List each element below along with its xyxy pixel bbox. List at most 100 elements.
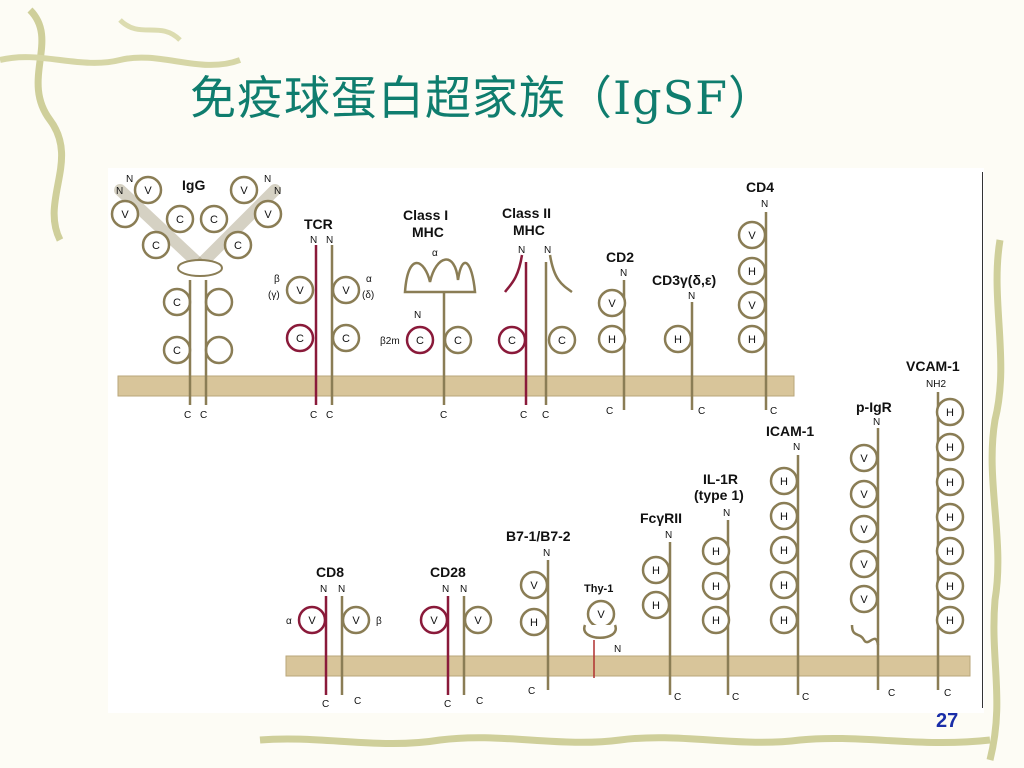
svg-text:N: N [442,584,449,595]
svg-text:C: C [354,696,361,707]
svg-text:N: N [873,417,880,428]
svg-text:V: V [430,615,438,627]
svg-text:H: H [780,545,788,557]
svg-text:α: α [366,274,372,285]
svg-text:C: C [802,692,809,703]
svg-text:V: V [240,185,248,197]
svg-text:H: H [652,565,660,577]
svg-text:H: H [748,334,756,346]
svg-text:C: C [234,240,242,252]
cd8-label: CD8 [316,564,344,580]
thy1-label: Thy-1 [584,583,613,595]
svg-text:β: β [376,616,382,627]
svg-text:V: V [474,615,482,627]
svg-text:N: N [338,584,345,595]
cd8-molecule: V V N N C C α β CD8 [286,564,382,710]
svg-text:H: H [946,442,954,454]
svg-text:α: α [432,248,438,259]
svg-text:V: V [860,453,868,465]
svg-text:V: V [608,298,616,310]
svg-text:C: C [440,410,447,421]
svg-text:V: V [352,615,360,627]
svg-text:V: V [308,615,316,627]
svg-text:C: C [342,333,350,345]
class1-label-2: MHC [412,224,444,240]
pigr-molecule: V V V V V N C p-IgR [849,399,895,699]
tcr-molecule: V V C C N N C C β (γ) α (δ) TCR [268,216,374,421]
svg-text:C: C [310,410,317,421]
svg-text:α: α [286,616,292,627]
svg-text:H: H [946,477,954,489]
svg-text:N: N [320,584,327,595]
svg-text:H: H [780,615,788,627]
il1r-molecule: H H H N C IL-1R (type 1) [694,471,744,703]
svg-text:N: N [414,310,421,321]
svg-text:N: N [723,508,730,519]
svg-text:V: V [121,209,129,221]
svg-text:V: V [144,185,152,197]
svg-text:C: C [606,406,613,417]
svg-text:H: H [530,617,538,629]
svg-text:H: H [748,266,756,278]
svg-text:H: H [712,546,720,558]
fcgr-molecule: H H N C FcγRII [640,510,682,703]
pigr-label: p-IgR [856,399,892,415]
svg-text:N: N [310,235,317,246]
cd28-label: CD28 [430,564,466,580]
svg-text:C: C [476,696,483,707]
svg-text:N: N [543,548,550,559]
svg-text:C: C [326,410,333,421]
svg-text:C: C [520,410,527,421]
svg-text:H: H [946,615,954,627]
svg-text:V: V [342,285,350,297]
svg-text:H: H [946,512,954,524]
svg-text:C: C [542,410,549,421]
svg-text:H: H [712,581,720,593]
svg-text:C: C [444,699,451,710]
svg-text:C: C [674,692,681,703]
tcr-label: TCR [304,216,333,232]
vcam1-label: VCAM-1 [906,358,960,374]
class2-mhc-molecule: C C N N C C Class II MHC [497,205,577,421]
svg-text:V: V [860,594,868,606]
b7-molecule: V H N C B7-1/B7-2 [506,528,571,697]
cd2-molecule: V H N C CD2 [597,249,634,417]
svg-text:C: C [184,410,191,421]
svg-text:N: N [326,235,333,246]
svg-text:N: N [761,199,768,210]
svg-text:C: C [173,297,181,309]
svg-text:C: C [296,333,304,345]
svg-text:N: N [274,186,281,197]
b7-label: B7-1/B7-2 [506,528,571,544]
svg-text:C: C [508,335,516,347]
svg-text:C: C [888,688,895,699]
svg-text:C: C [698,406,705,417]
igg-molecule: V V C C V V C C C C N N N N C C IgG [110,174,283,421]
membrane-bottom [285,655,971,677]
svg-text:C: C [322,699,329,710]
svg-text:H: H [674,334,682,346]
svg-text:β: β [274,274,280,285]
fcgr-label: FcγRII [640,510,682,526]
svg-text:(δ): (δ) [362,290,374,301]
svg-text:C: C [454,335,462,347]
nh2-label: NH2 [926,379,946,390]
svg-text:H: H [608,334,616,346]
svg-text:V: V [748,300,756,312]
cd2-label: CD2 [606,249,634,265]
svg-text:C: C [732,692,739,703]
svg-text:N: N [614,644,621,655]
svg-text:C: C [944,688,951,699]
icam1-molecule: H H H H H N C ICAM-1 [766,423,814,703]
svg-text:N: N [620,268,627,279]
svg-text:V: V [860,489,868,501]
slide-title: 免疫球蛋白超家族（IgSF） [190,71,776,125]
svg-text:H: H [946,407,954,419]
svg-text:N: N [460,584,467,595]
svg-text:C: C [176,214,184,226]
svg-text:V: V [264,209,272,221]
svg-text:V: V [597,609,605,621]
svg-text:N: N [264,174,271,185]
page-number: 27 [936,710,959,732]
cd3-molecule: H N C CD3γ(δ,ε) [652,272,716,417]
